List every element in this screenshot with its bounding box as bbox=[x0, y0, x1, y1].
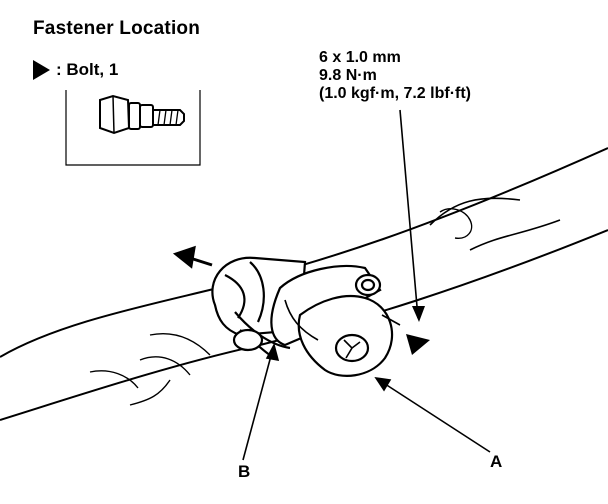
callout-a-label: A bbox=[490, 452, 503, 471]
spec-torque-alt: (1.0 kgf·m, 7.2 lbf·ft) bbox=[319, 85, 472, 102]
callout-b-label: B bbox=[238, 462, 251, 481]
spec-torque-nm: 9.8 N·m bbox=[319, 67, 377, 84]
callout-a-leader bbox=[374, 376, 491, 453]
page-title: Fastener Location bbox=[33, 18, 201, 39]
bolt-location-triangle-icon bbox=[406, 334, 430, 355]
torque-spec: 6 x 1.0 mm 9.8 N·m (1.0 kgf·m, 7.2 lbf·f… bbox=[319, 49, 471, 103]
fastener-legend: : Bolt, 1 bbox=[33, 60, 118, 80]
lock-cylinder bbox=[211, 256, 394, 377]
bolt-icon bbox=[99, 94, 185, 135]
callout-b-leader bbox=[242, 342, 280, 461]
triangle-bolt-icon bbox=[33, 60, 50, 80]
spec-size: 6 x 1.0 mm bbox=[319, 49, 401, 66]
legend-label: : Bolt, 1 bbox=[56, 60, 119, 79]
direction-arrow bbox=[172, 245, 213, 269]
legend-box bbox=[65, 90, 201, 166]
spec-leader bbox=[381, 109, 430, 355]
